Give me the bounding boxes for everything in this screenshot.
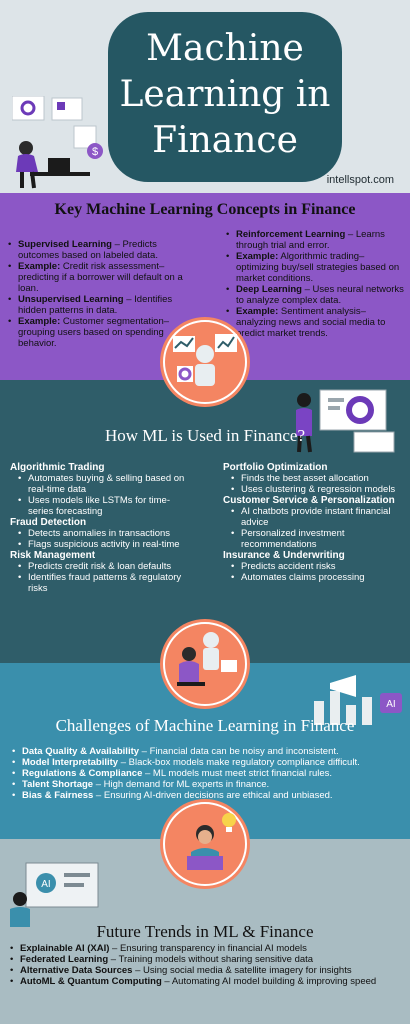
- list-item: Regulations & Compliance – ML models mus…: [10, 768, 402, 779]
- list-item: Federated Learning – Training models wit…: [8, 954, 404, 965]
- usage-heading: Insurance & Underwriting: [223, 550, 345, 561]
- list-item: Flags suspicious activity in real-time: [10, 539, 192, 550]
- usage-heading: Risk Management: [10, 550, 96, 561]
- list-item: Uses clustering & regression models: [223, 484, 405, 495]
- list-item: Model Interpretability – Black-box model…: [10, 757, 402, 768]
- page-title-line-2: Learning in: [119, 74, 331, 115]
- list-item: Uses models like LSTMs for time-series f…: [10, 495, 192, 517]
- list-item: Supervised Learning – Predicts outcomes …: [6, 239, 198, 261]
- list-item: Predicts accident risks: [223, 561, 405, 572]
- challenges-title: Challenges of Machine Learning in Financ…: [55, 716, 355, 735]
- list-item: Alternative Data Sources – Using social …: [8, 965, 404, 976]
- list-item: Example: Algorithmic trading– optimizing…: [224, 251, 406, 284]
- usage-heading: Customer Service & Personalization: [223, 495, 395, 506]
- page-title-line-1: Machine: [146, 28, 304, 69]
- list-item: Predicts credit risk & loan defaults: [10, 561, 192, 572]
- list-item: Automates claims processing: [223, 572, 405, 583]
- person-laptop-icon: [16, 141, 90, 189]
- trends-list: Explainable AI (XAI) – Ensuring transpar…: [8, 943, 404, 987]
- list-item: Talent Shortage – High demand for ML exp…: [10, 779, 402, 790]
- svg-text:AI: AI: [386, 699, 395, 710]
- svg-text:AI: AI: [41, 879, 50, 890]
- list-item: Personalized investment recommendations: [223, 528, 405, 550]
- chart-screen-icon: [12, 96, 97, 149]
- robot-person-icon: [163, 622, 247, 706]
- list-item: AI chatbots provide instant financial ad…: [223, 506, 405, 528]
- dollar-icon: $: [87, 143, 103, 159]
- list-item: Example: Sentiment analysis– analyzing n…: [224, 306, 406, 339]
- list-item: Finds the best asset allocation: [223, 473, 405, 484]
- concepts-title: Key Machine Learning Concepts in Finance: [54, 201, 356, 218]
- site-label: intellspot.com: [326, 174, 394, 186]
- list-item: Identifies fraud patterns & regulatory r…: [10, 572, 192, 594]
- title-box: Machine Learning in Finance: [108, 12, 342, 182]
- developer-idea-icon: [163, 802, 247, 886]
- usage-heading: Fraud Detection: [10, 517, 87, 528]
- concepts-right-list: Reinforcement Learning – Learns through …: [224, 229, 406, 339]
- list-item: Data Quality & Availability – Financial …: [10, 746, 402, 757]
- challenges-list: Data Quality & Availability – Financial …: [10, 746, 402, 801]
- trends-title: Future Trends in ML & Finance: [96, 922, 314, 941]
- page-title-line-3: Finance: [152, 120, 298, 161]
- list-item: Example: Credit risk assessment– predict…: [6, 261, 198, 294]
- header: $ Machine Learning in Finance intellspot…: [0, 0, 410, 193]
- list-item: Detects anomalies in transactions: [10, 528, 192, 539]
- ai-person-icon: AI: [10, 862, 99, 927]
- usage-title: How ML is Used in Finance?: [104, 426, 306, 445]
- list-item: Reinforcement Learning – Learns through …: [224, 229, 406, 251]
- concepts-left-list: Supervised Learning – Predicts outcomes …: [6, 239, 198, 349]
- list-item: Bias & Fairness – Ensuring AI-driven dec…: [10, 790, 402, 801]
- usage-section: How ML is Used in Finance? Algorithmic T…: [0, 380, 410, 663]
- robot-analytics-icon: [163, 320, 247, 404]
- list-item: Automates buying & selling based on real…: [10, 473, 192, 495]
- list-item: Deep Learning – Uses neural networks to …: [224, 284, 406, 306]
- ai-megaphone-icon: AI: [314, 675, 402, 725]
- data-analyst-icon: [296, 389, 395, 453]
- usage-heading: Portfolio Optimization: [223, 462, 328, 473]
- concepts-section: Key Machine Learning Concepts in Finance…: [0, 193, 410, 380]
- usage-left-col: Algorithmic Trading Automates buying & s…: [10, 462, 192, 594]
- list-item: Example: Customer segmentation– grouping…: [6, 316, 198, 349]
- usage-heading: Algorithmic Trading: [10, 462, 105, 473]
- list-item: Unsupervised Learning – Identifies hidde…: [6, 294, 198, 316]
- list-item: Explainable AI (XAI) – Ensuring transpar…: [8, 943, 404, 954]
- svg-text:$: $: [92, 146, 98, 158]
- list-item: AutoML & Quantum Computing – Automating …: [8, 976, 404, 987]
- usage-right-col: Portfolio Optimization Finds the best as…: [223, 462, 405, 583]
